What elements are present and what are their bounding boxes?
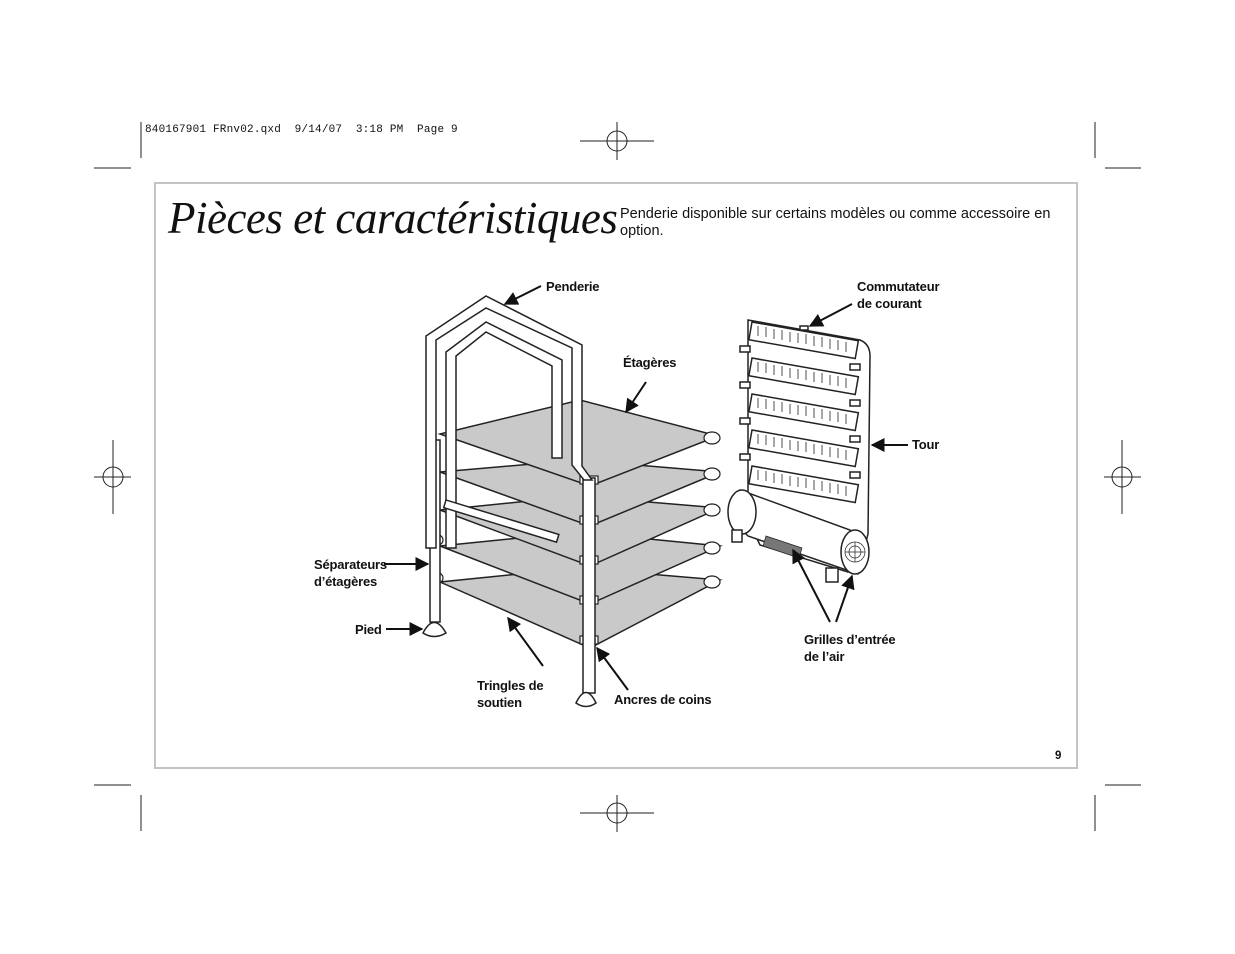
callout-lines [384, 285, 908, 691]
rack-hanger [425, 295, 594, 549]
label-tringles: Tringles de soutien [477, 678, 544, 710]
tower-unit [727, 319, 871, 583]
label-tour: Tour [912, 437, 940, 452]
label-pied: Pied [355, 622, 382, 637]
page-subtitle: Penderie disponible sur certains modèles… [620, 206, 1051, 239]
label-penderie: Penderie [546, 279, 600, 294]
page-title: Pièces et caractéristiques [168, 193, 618, 243]
label-ancres: Ancres de coins [614, 692, 712, 707]
content-frame [154, 182, 1078, 769]
label-etageres: Étagères [623, 355, 677, 370]
page-number: 9 [1055, 750, 1062, 762]
label-grilles: Grilles d’entrée de l’air [804, 632, 896, 664]
label-commutateur: Commutateur de courant [857, 279, 940, 311]
label-separateurs: Séparateurs d’étagères [314, 557, 387, 589]
file-slug-line: 840167901 FRnv02.qxd 9/14/07 3:18 PM Pag… [145, 124, 458, 136]
